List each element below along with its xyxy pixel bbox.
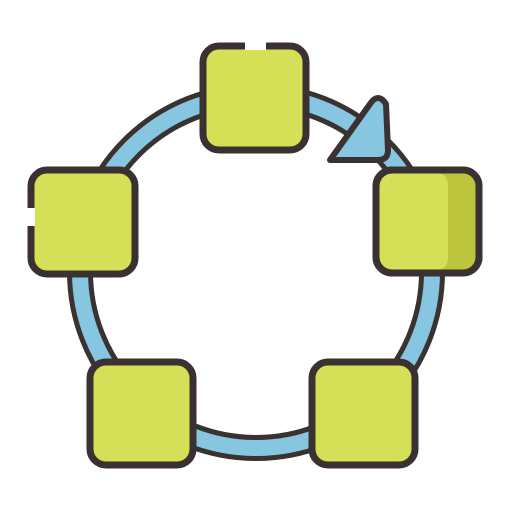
cycle-arrow-icon <box>327 95 391 163</box>
node-bottom-right <box>308 358 419 469</box>
node-top <box>199 42 310 154</box>
node-bottom-left <box>86 358 197 469</box>
node-left <box>27 166 139 278</box>
node-right <box>372 166 483 277</box>
